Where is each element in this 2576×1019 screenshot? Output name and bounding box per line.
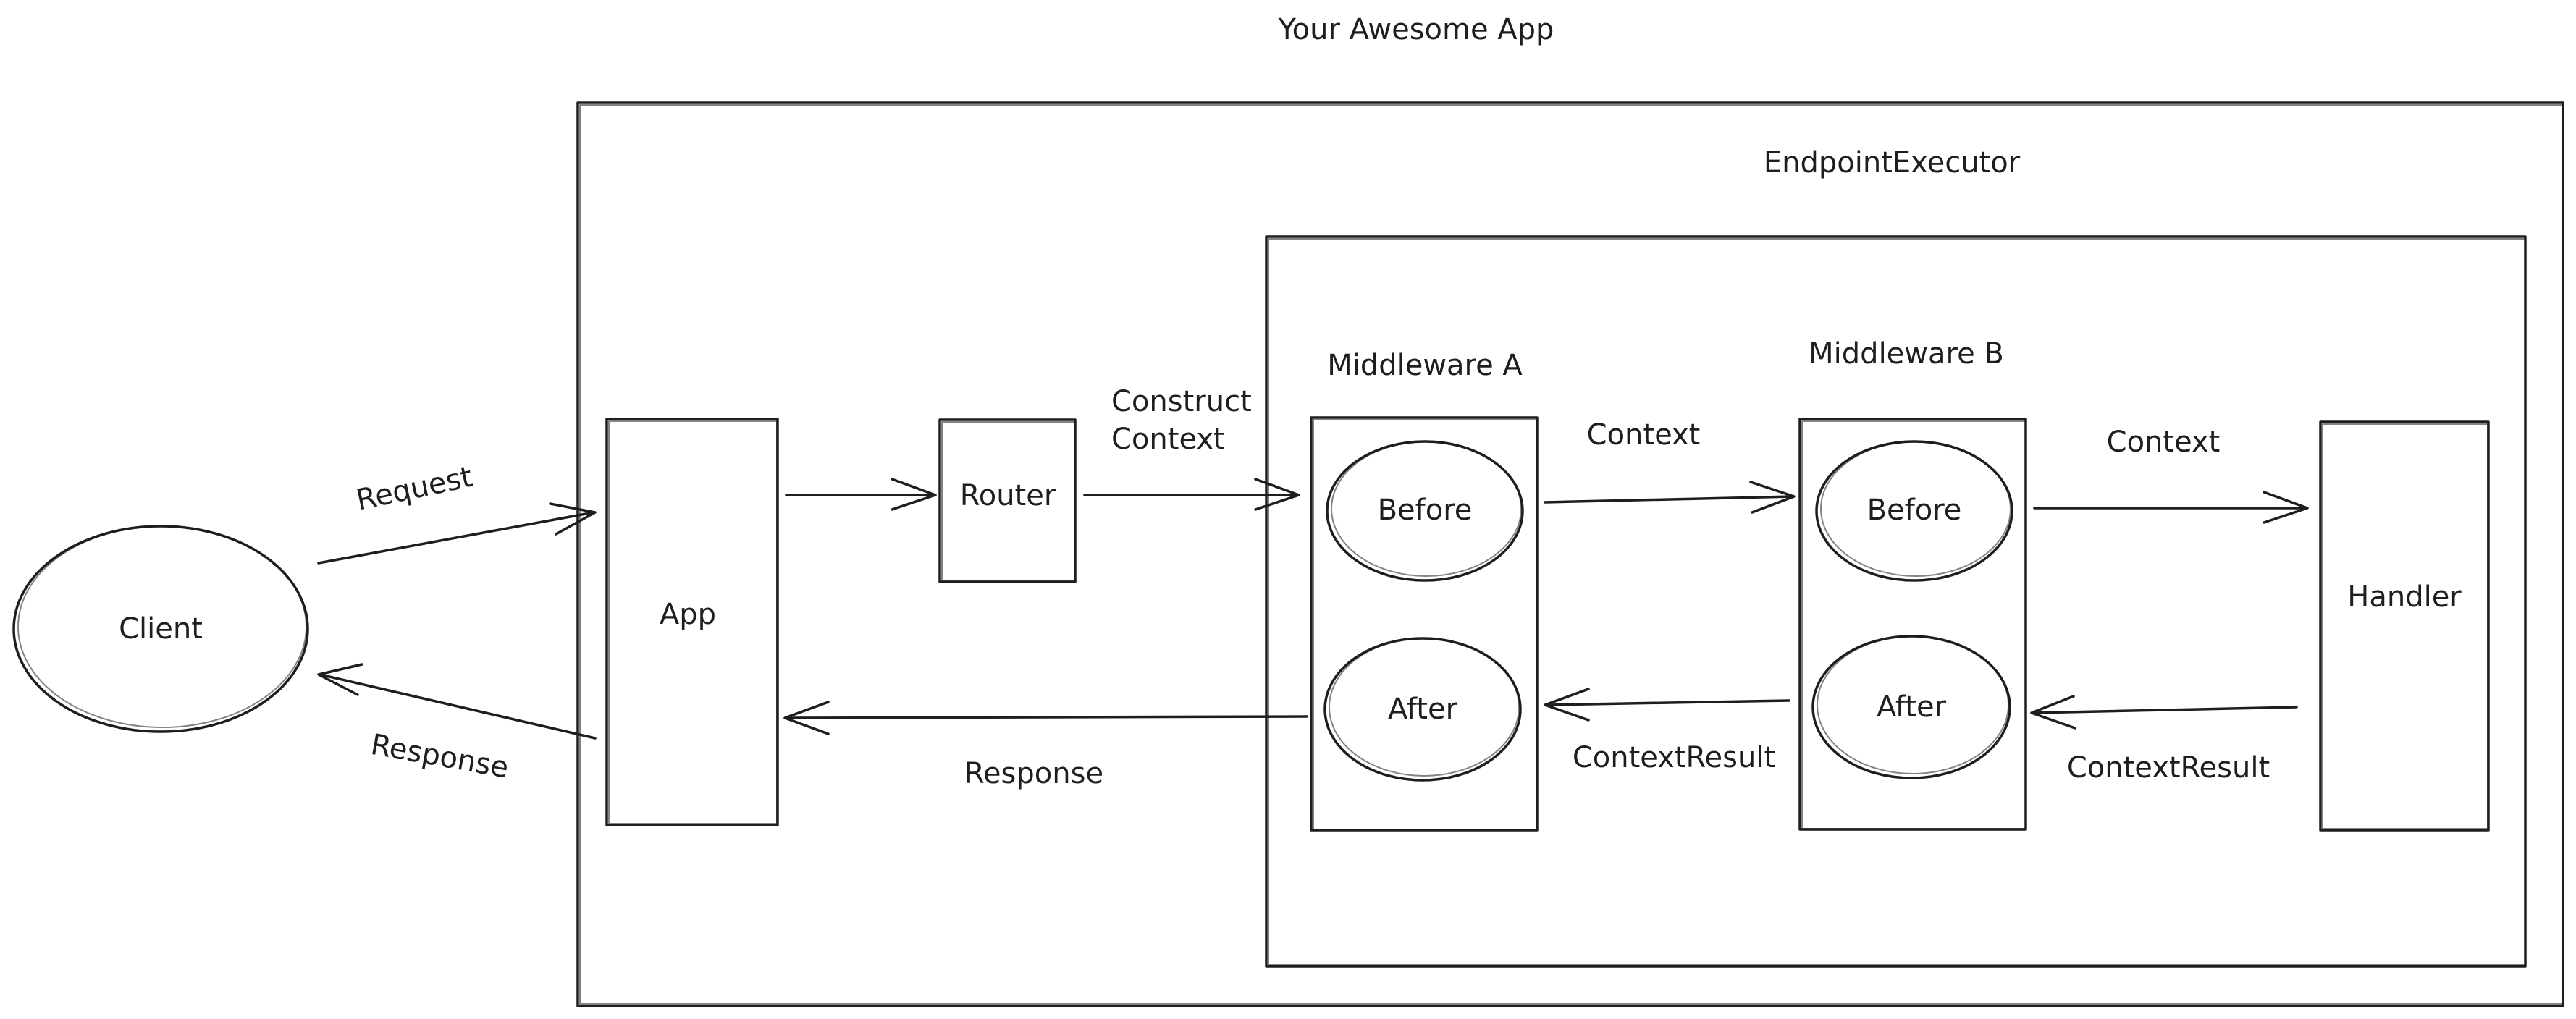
handler-label: Handler [2347,580,2462,614]
endpoint-executor-label: EndpointExecutor [1764,146,2021,179]
response-a-to-app-arrow [783,701,1308,735]
middleware-b-after-label: After [1877,690,1947,724]
handler-node: Handler [2319,420,2490,832]
middleware-a-after: After [1323,637,1522,782]
context-a-to-b-label: Context [1587,418,1701,452]
context-b-to-handler-arrow [2033,491,2309,524]
response-a-to-app-label: Response [964,757,1103,790]
request-label: Request [353,460,475,517]
construct-context-label-line1: Construct [1111,385,1252,418]
context-b-to-handler-label: Context [2107,426,2221,459]
middleware-b-before-label: Before [1867,494,1962,527]
construct-context-label-line2: Context [1111,423,1225,456]
app-boundary [576,101,2564,1007]
middleware-a-after-label: After [1388,693,1458,726]
router-label: Router [960,479,1056,512]
middleware-b-after: After [1811,635,2011,779]
request-arrow [317,502,597,565]
response-to-client-label: Response [369,728,511,785]
app-label: App [660,598,716,631]
app-node: App [605,418,779,826]
context-result-handler-to-b-label: ContextResult [2067,751,2270,785]
middleware-b-label: Middleware B [1809,337,2004,371]
client-node: Client [12,525,309,733]
middleware-a-node: Before After [1310,416,1539,832]
endpoint-executor-box [1265,235,2527,968]
context-result-b-to-a-arrow [1544,688,1790,722]
middleware-a-before-label: Before [1378,494,1473,527]
app-to-router-arrow [785,478,937,511]
middleware-a-label: Middleware A [1327,349,1523,382]
middleware-a-before: Before [1326,440,1524,582]
context-result-b-to-a-label: ContextResult [1573,741,1775,774]
router-node: Router [938,418,1077,583]
router-to-middleware-a-arrow [1083,478,1300,511]
diagram-title: Your Awesome App [1278,13,1554,46]
client-label: Client [119,612,203,646]
context-a-to-b-arrow [1544,481,1796,514]
middleware-b-before: Before [1815,440,2013,582]
response-to-client-arrow [317,663,597,740]
middleware-b-node: Before After [1798,418,2027,831]
context-result-handler-to-b-arrow [2030,695,2298,730]
